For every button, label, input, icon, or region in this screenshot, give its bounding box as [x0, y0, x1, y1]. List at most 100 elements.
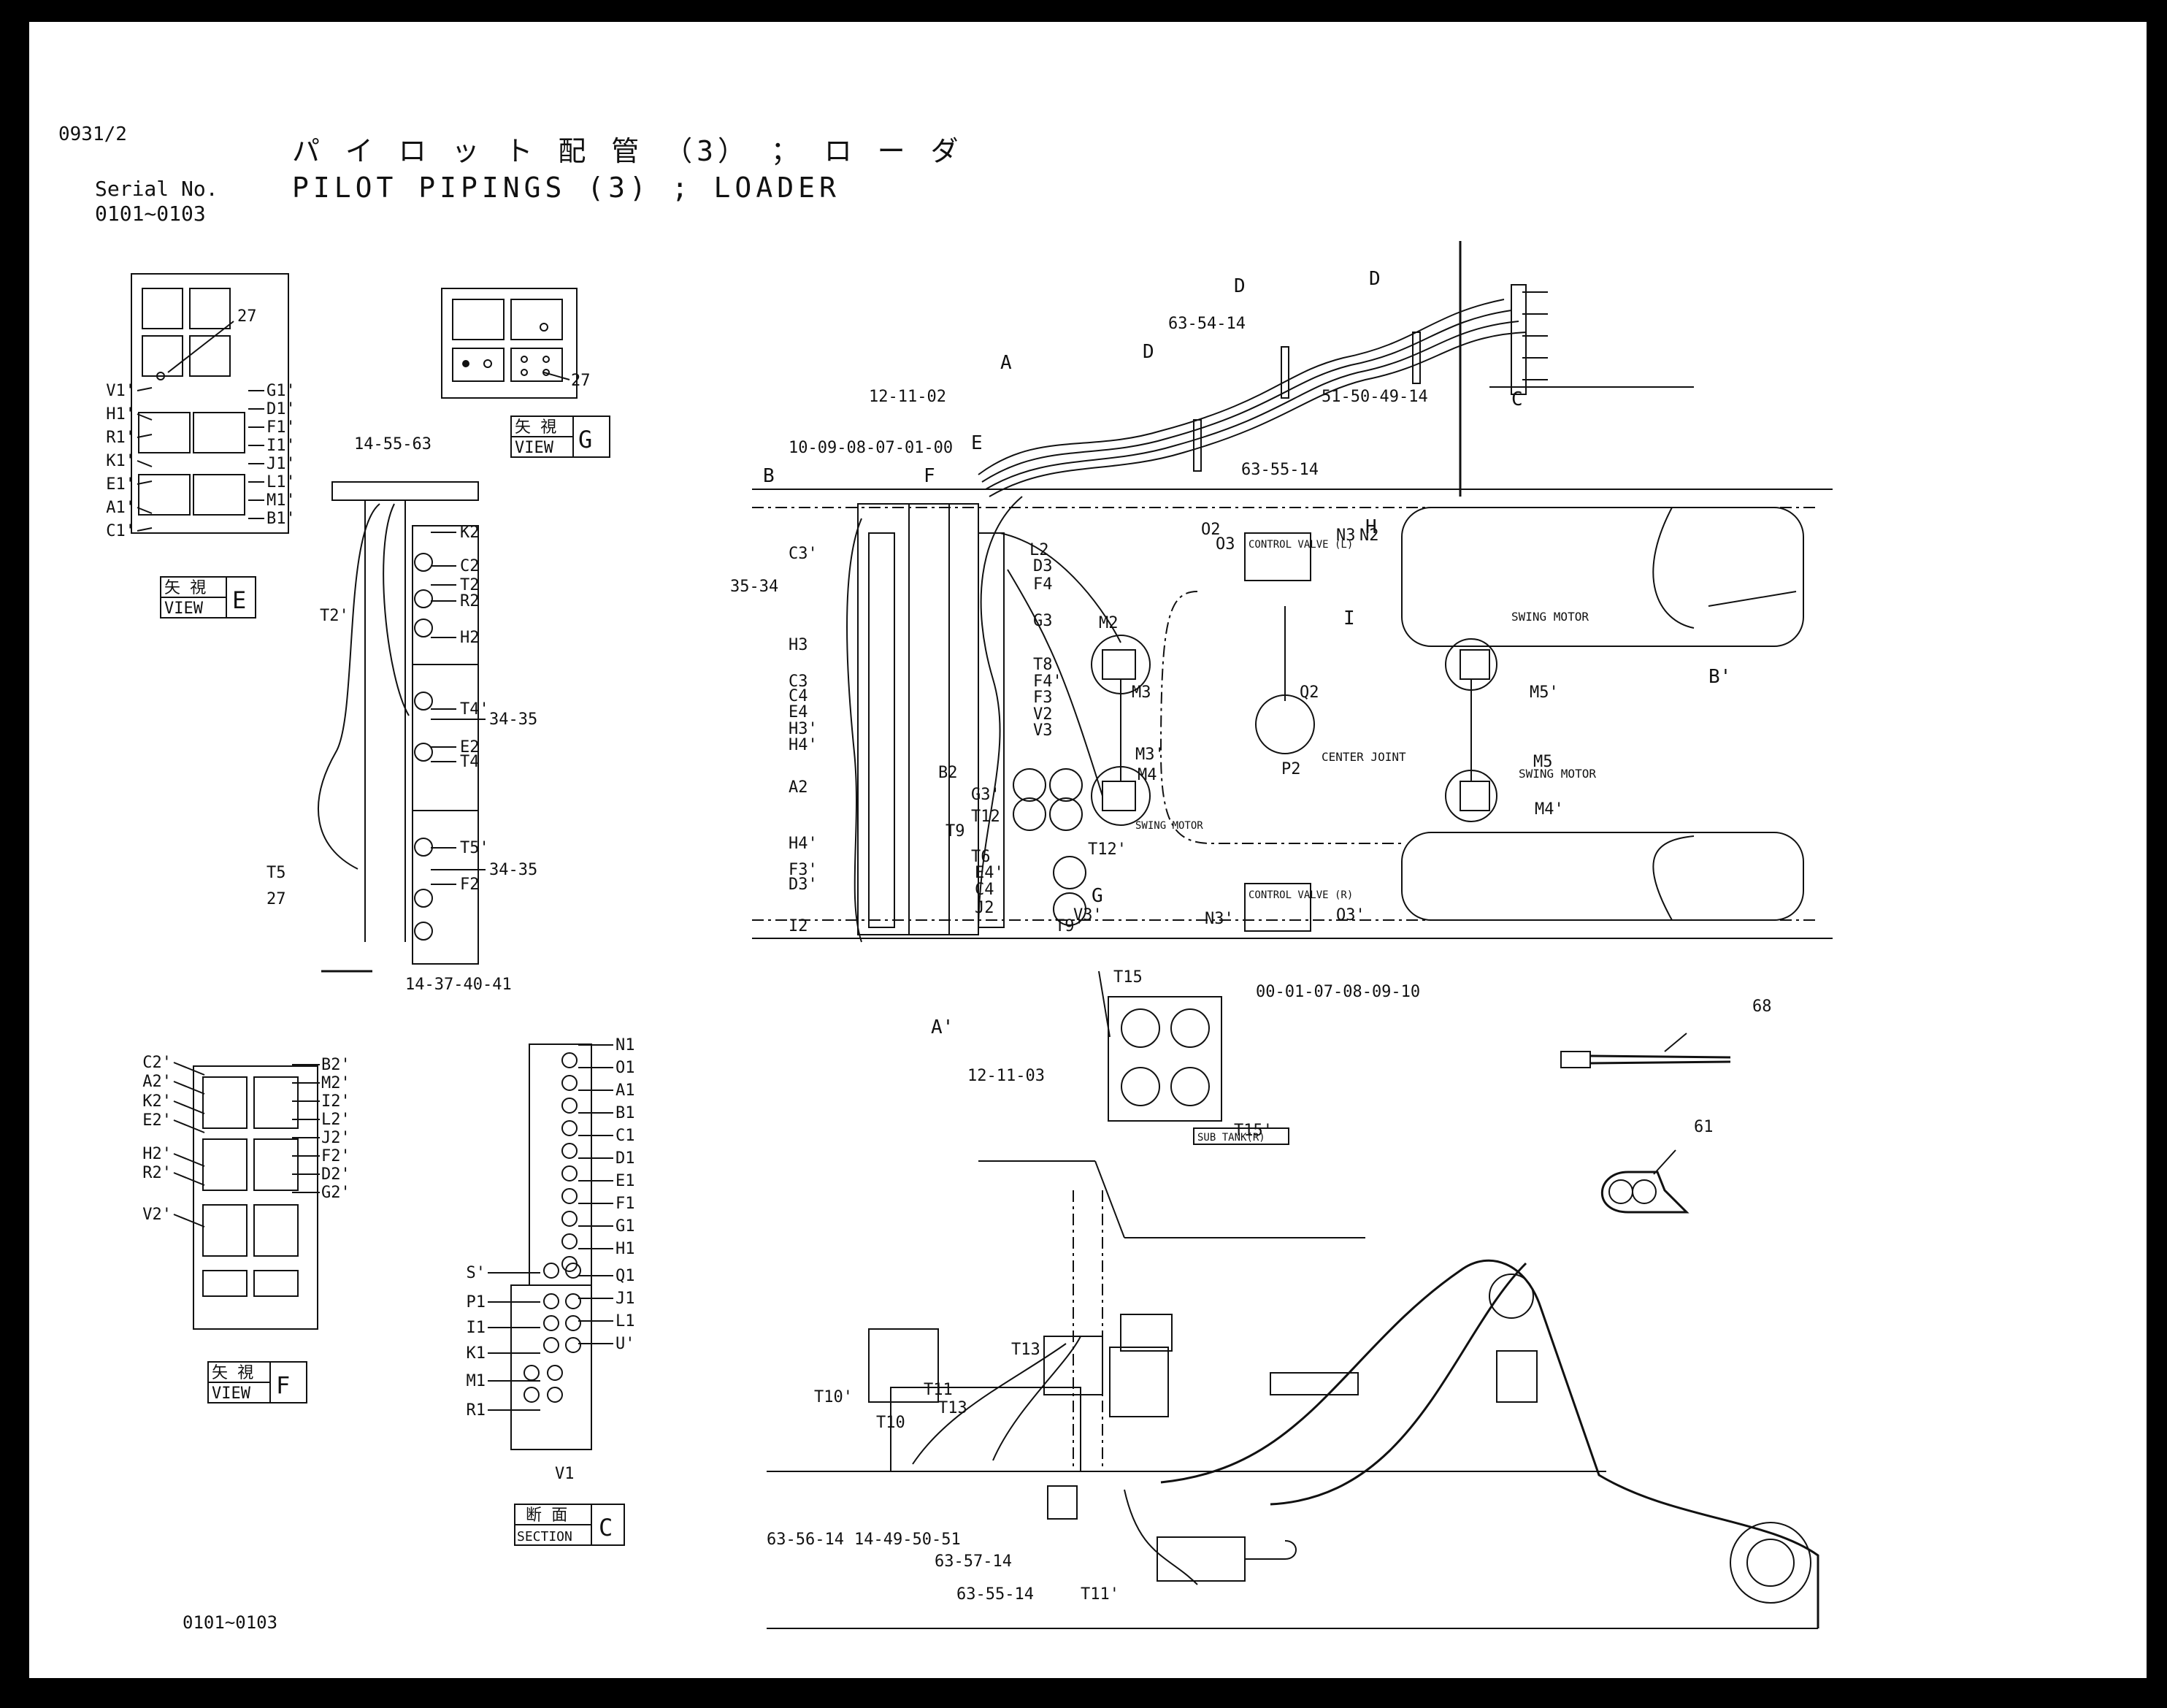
valve-column-port-label: R2	[460, 592, 480, 610]
leader-line	[173, 1062, 205, 1076]
view-e-port-label: B1'	[266, 510, 296, 528]
port-label: H4'	[789, 736, 818, 754]
port-label: A2	[789, 778, 808, 797]
section-arrow-label: D	[1143, 341, 1154, 363]
view-e-port-label: I1'	[266, 437, 296, 455]
center-joint-label: CENTER JOINT	[1322, 750, 1406, 764]
sub-tank-label: SUB TANK(R)	[1197, 1132, 1265, 1144]
motor-port-label: M3	[1132, 683, 1151, 702]
section-arrow-label: A'	[931, 1016, 954, 1038]
view-f-port-label: I2'	[321, 1092, 350, 1111]
port-label: F3	[1033, 689, 1053, 707]
motor-port-label: O3'	[1336, 906, 1365, 924]
port-label: H4'	[789, 835, 818, 853]
section-c-port	[543, 1315, 559, 1331]
section-c-port-label: M1	[467, 1372, 486, 1390]
motor-port-label: O3	[1216, 535, 1235, 554]
view-f-left-labels: C2'A2'K2'E2'H2'R2'V2'	[142, 1054, 205, 1228]
section-c-port	[561, 1075, 578, 1091]
port-label: I2	[789, 917, 808, 935]
view-f-diagram	[193, 1065, 318, 1330]
motor-port-label: M2	[1099, 614, 1119, 632]
view-f-en: VIEW	[212, 1385, 251, 1403]
section-c-port-label: A1	[615, 1081, 635, 1100]
view-f-port-label: R2'	[142, 1164, 172, 1182]
section-arrow-label: G	[1092, 885, 1103, 907]
section-c-port	[561, 1143, 578, 1159]
tube-label: T13	[938, 1399, 967, 1417]
view-e-en: VIEW	[164, 600, 204, 618]
title-japanese: パ イ ロ ッ ト 配 管 （3） ； ロ ー ダ	[292, 135, 963, 167]
part-number-label: 61	[1694, 1118, 1714, 1136]
valve-column-bottom: 14-37-40-41	[405, 976, 512, 994]
section-arrow-label: E	[971, 432, 983, 454]
section-c-port-label: J1	[615, 1290, 635, 1308]
leader-line	[137, 387, 153, 391]
section-c-port	[565, 1293, 581, 1309]
part-number-label: 10-09-08-07-01-00	[789, 439, 953, 457]
port-label: D3	[1033, 557, 1053, 575]
port-label: E4	[789, 703, 808, 721]
section-c-port-label: O1	[615, 1059, 635, 1077]
view-e-port-label: J1'	[266, 455, 296, 473]
port-label: B2	[938, 764, 958, 782]
hose-clip-61	[1600, 1149, 1690, 1214]
port-label: H3'	[789, 720, 818, 738]
view-f-port-label: L2'	[321, 1111, 350, 1129]
section-c-port	[543, 1293, 559, 1309]
tube-label: T13	[1011, 1341, 1040, 1359]
leader-line	[173, 1119, 205, 1133]
valve-column-port-label: 34-35	[489, 861, 537, 879]
section-c-port	[547, 1387, 563, 1403]
tube-label: T15'	[1234, 1122, 1273, 1140]
leader-line	[173, 1214, 205, 1228]
view-f-right-labels: B2'M2'I2'L2'J2'F2'D2'G2'	[292, 1056, 350, 1202]
section-c-port-label: G1	[615, 1217, 635, 1236]
sub-tank: SUB TANK(R)	[1108, 996, 1289, 1145]
leader-line	[137, 527, 153, 532]
section-c-bottom: V1	[555, 1465, 575, 1483]
view-f-port-label: G2'	[321, 1184, 350, 1202]
section-c-port-label: I1	[467, 1319, 486, 1337]
section-arrow-label: A	[1000, 352, 1012, 374]
view-f-port-label: M2'	[321, 1074, 350, 1092]
section-c-port	[543, 1337, 559, 1353]
motor-port-label: Q2	[1300, 683, 1319, 702]
section-c-port-label: L1	[615, 1312, 635, 1330]
view-g-caption: 矢 視 VIEW G	[510, 415, 610, 458]
part-number-label: 63-54-14	[1168, 315, 1246, 333]
valve-column-t5: T5	[266, 864, 286, 882]
section-c-port-label: Q1	[615, 1267, 635, 1285]
view-e-port-label: M1'	[266, 491, 296, 510]
valve-column-diagram	[318, 481, 479, 973]
leader-line	[137, 460, 153, 467]
motor-port-label: M3'	[1135, 746, 1165, 764]
section-c-port	[561, 1188, 578, 1204]
tube-label: T15	[1113, 968, 1143, 987]
motor-port-label: N2	[1359, 526, 1379, 545]
port-label: T6	[971, 848, 991, 866]
tube-label: T11'	[1081, 1585, 1119, 1604]
view-g-jp: 矢 視	[515, 418, 556, 437]
view-f-jp: 矢 視	[212, 1364, 253, 1382]
view-f-caption: 矢 視 VIEW F	[207, 1361, 307, 1403]
leader-line	[137, 434, 153, 438]
section-arrow-label: H	[1365, 516, 1377, 538]
valve-column-port-label: T4	[460, 753, 480, 771]
section-c-port	[561, 1052, 578, 1068]
part-number-label: 63-56-14	[767, 1531, 844, 1549]
section-c-port	[565, 1263, 581, 1279]
view-g-letter: G	[578, 426, 592, 453]
view-e-jp: 矢 視	[164, 579, 206, 597]
view-f-port-label: C2'	[142, 1054, 172, 1072]
section-c-port	[561, 1098, 578, 1114]
swing-motors	[1091, 606, 1497, 826]
view-e-num: 27	[237, 307, 257, 326]
section-c-port-label: U'	[615, 1335, 635, 1353]
leader-line	[173, 1172, 205, 1186]
section-c-port	[561, 1120, 578, 1136]
leader-line	[137, 413, 153, 421]
port-label: E4'	[975, 864, 1004, 882]
view-e-port-label: R1'	[106, 429, 135, 447]
view-e-left-labels: V1'H1'R1'K1'E1'A1'C1'	[106, 382, 153, 540]
